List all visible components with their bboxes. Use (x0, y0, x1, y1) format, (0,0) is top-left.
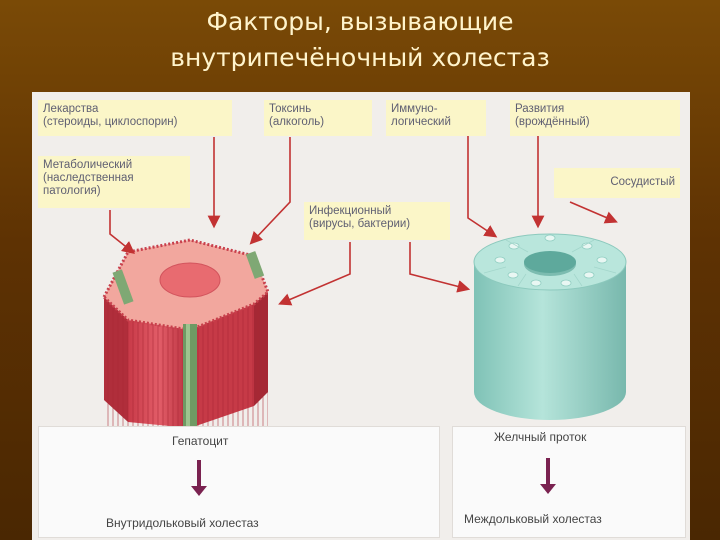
bile-duct-cylinder (473, 233, 627, 420)
hepatocyte-prism (102, 238, 270, 428)
factor-toxin-name: Токсинь (269, 103, 312, 115)
diagram-figure: Лекарства (стероиды, циклоспорин) Токсин… (32, 92, 690, 540)
factor-toxin: Токсинь (алкоголь) (264, 100, 372, 136)
arrow-immune (467, 128, 498, 238)
outcome-interlobular: Междольковый холестаз (464, 512, 602, 526)
factor-drugs-name: Лекарства (43, 103, 99, 115)
arrow-metabolic (109, 210, 135, 254)
hepatocyte-caption: Гепатоцит (172, 434, 229, 448)
factor-development-detail: (врождённый) (515, 116, 590, 128)
factor-arrows (109, 128, 618, 306)
title-line-2: внутрипечёночный холестаз (170, 43, 550, 72)
outcome-intralobular: Внутридольковый холестаз (106, 516, 259, 530)
arrow-infectious-right (409, 242, 471, 293)
factor-vascular-name: Сосудистый (610, 176, 675, 188)
factor-drugs: Лекарства (стероиды, циклоспорин) (38, 100, 232, 136)
factor-infectious-name: Инфекционный (309, 205, 392, 217)
factor-development: Развития (врождённый) (510, 100, 680, 136)
lower-panel-right (452, 426, 686, 538)
lower-panel-left (38, 426, 440, 538)
factor-infectious-detail: (вирусы, бактерии) (309, 218, 411, 230)
bile-duct-caption: Желчный проток (494, 430, 587, 444)
factor-immune: Иммуно- логический (386, 100, 486, 136)
factor-vascular: Сосудистый (554, 168, 680, 198)
factor-infectious: Инфекционный (вирусы, бактерии) (304, 202, 450, 240)
factor-metabolic-detail-2: патология) (43, 185, 101, 197)
factor-toxin-detail: (алкоголь) (269, 116, 325, 128)
arrow-toxin (249, 137, 291, 245)
factor-metabolic-detail-1: (наследственная (43, 172, 134, 184)
factor-metabolic-name: Метаболический (43, 159, 133, 171)
factor-immune-name: Иммуно- (391, 103, 438, 115)
factor-metabolic: Метаболический (наследственная патология… (38, 156, 190, 208)
factor-development-name: Развития (515, 103, 565, 115)
diagram-artwork (102, 128, 627, 496)
title-line-1: Факторы, вызывающие (206, 7, 514, 36)
factor-drugs-detail: (стероиды, циклоспорин) (43, 116, 178, 128)
factor-immune-detail: логический (391, 116, 451, 128)
slide-title: Факторы, вызывающие внутрипечёночный хол… (0, 4, 720, 76)
arrow-vascular (569, 201, 618, 224)
arrow-infectious-left (278, 242, 351, 306)
